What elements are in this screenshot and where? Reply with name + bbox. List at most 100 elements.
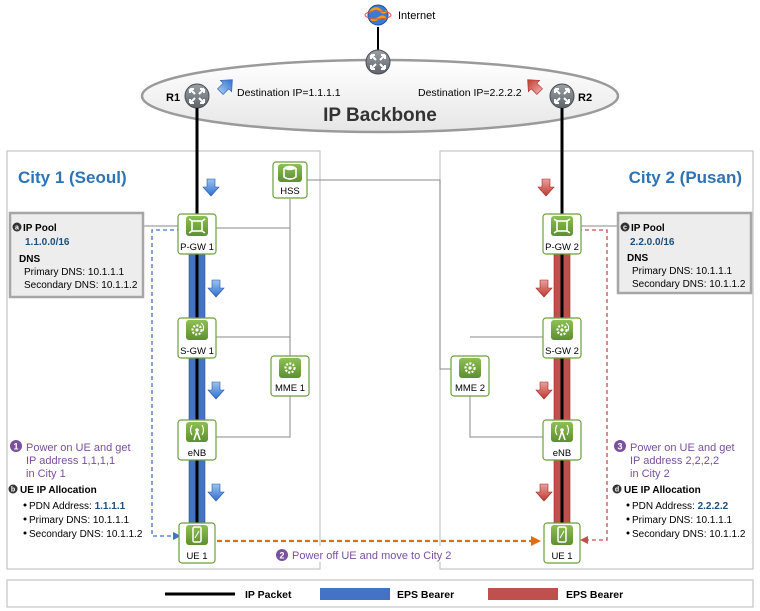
city2-dns-secondary: Secondary DNS: 10.1.1.2 (632, 279, 746, 290)
gateway-icon (188, 218, 206, 234)
legend-red-bearer-label: EPS Bearer (566, 589, 623, 601)
internet-router-icon (365, 49, 391, 75)
city2-pool-title: IP Pool (631, 223, 665, 234)
city2-step-line2: IP address 2,2,2,2 (630, 455, 719, 467)
enb1-label: eNB (188, 448, 206, 459)
city1-alloc-marker: b (11, 487, 15, 494)
backbone-label: IP Backbone (323, 105, 437, 126)
gear-icon (284, 362, 296, 374)
dest2-label: Destination IP=2.2.2.2 (418, 87, 522, 99)
city1-allocation-dashed-link (151, 229, 181, 540)
dest1-label: Destination IP=1.1.1.1 (237, 87, 341, 99)
sgw2-label: S-GW 2 (545, 346, 579, 357)
gear-icon (191, 322, 205, 336)
city2-alloc-title: UE IP Allocation (624, 485, 701, 496)
city2-step-line3: in City 2 (630, 468, 670, 480)
phone-icon (192, 526, 202, 543)
legend-blue-bearer-label: EPS Bearer (397, 589, 454, 601)
internet-label: Internet (398, 10, 435, 22)
sgw1-label: S-GW 1 (180, 346, 214, 357)
r1-label: R1 (166, 92, 180, 104)
city1-pool-marker: a (15, 225, 19, 232)
step2-marker: 2 (279, 551, 284, 561)
city2-step-marker: 3 (617, 442, 622, 452)
city1-dns-primary: Primary DNS: 10.1.1.1 (24, 267, 124, 278)
legend-red-bearer-swatch (488, 588, 558, 600)
city2-allocation-dashed-link (578, 229, 608, 544)
city2-pool-marker: c (623, 225, 627, 232)
city2-alloc-secondary: Secondary DNS: 10.1.1.2 (632, 529, 746, 540)
enb2-label: eNB (553, 448, 571, 459)
pgw1-label: P-GW 1 (180, 242, 214, 253)
ue1-city2-node[interactable]: UE 1 (543, 522, 581, 564)
step2-label-bg (268, 546, 480, 562)
city1-title: City 1 (Seoul) (18, 168, 127, 187)
city1-step-line3: in City 1 (26, 468, 66, 480)
r2-router-icon (549, 83, 575, 109)
database-icon (283, 165, 297, 180)
city1-dns-secondary: Secondary DNS: 10.1.1.2 (24, 280, 138, 291)
city2-dns-title: DNS (627, 253, 648, 264)
city2-pool-value: 2.2.0.0/16 (630, 237, 675, 248)
r1-router-icon (184, 83, 210, 109)
ue1-city2-label: UE 1 (551, 551, 572, 562)
city2-alloc-marker: d (615, 487, 619, 494)
legend-ip-packet-label: IP Packet (245, 589, 292, 601)
city2-alloc-primary: Primary DNS: 10.1.1.1 (632, 515, 732, 526)
city2-ip-pool-box: c IP Pool 2.2.0.0/16 DNS Primary DNS: 10… (616, 211, 753, 295)
step2-text: Power off UE and move to City 2 (292, 550, 451, 562)
pgw2-label: P-GW 2 (545, 242, 579, 253)
city2-step-line1: Power on UE and get (630, 442, 735, 454)
step2-marker-circle (276, 549, 288, 561)
mme2-node[interactable]: MME 2 (450, 355, 490, 397)
hss-mme2-link (305, 179, 451, 370)
city1-step-marker: 1 (13, 442, 18, 452)
city2-pdn-label: PDN Address: (632, 501, 698, 512)
enb1-node[interactable]: eNB (177, 419, 217, 461)
city1-alloc-secondary: Secondary DNS: 10.1.1.2 (29, 529, 143, 540)
legend-blue-bearer-swatch (320, 588, 390, 600)
antenna-icon (189, 424, 205, 441)
city1-step-line2: IP address 1,1,1,1 (26, 455, 115, 467)
city2-title: City 2 (Pusan) (629, 168, 742, 187)
city1-pdn-label: PDN Address: (29, 501, 95, 512)
city1-dns-title: DNS (19, 254, 40, 265)
sgw1-node[interactable]: S-GW 1 (177, 317, 217, 359)
hss-label: HSS (280, 186, 300, 197)
city1-pool-title: IP Pool (23, 223, 57, 234)
mme2-label: MME 2 (455, 383, 485, 394)
city1-step-line1: Power on UE and get (26, 442, 131, 454)
city1-pdn-line: PDN Address: 1.1.1.1 (29, 501, 126, 512)
city1-ue-ip-allocation: b UE IP Allocation PDN Address: 1.1.1.1 … (8, 484, 143, 540)
gear-icon (556, 322, 570, 336)
phone-icon (557, 526, 567, 543)
r2-label: R2 (578, 92, 592, 104)
city2-ue-ip-allocation: d UE IP Allocation PDN Address: 2.2.2.2 … (612, 484, 746, 540)
city1-pool-value: 1.1.0.0/16 (25, 237, 70, 248)
city1-ip-pool-box: a IP Pool 1.1.0.0/16 DNS Primary DNS: 10… (8, 211, 145, 299)
dest1-arrow-icon (217, 79, 233, 95)
internet-globe-icon (364, 4, 392, 26)
pgw1-node[interactable]: P-GW 1 (177, 213, 217, 255)
enb2-node[interactable]: eNB (542, 419, 582, 461)
city2-step-note: 3 Power on UE and get IP address 2,2,2,2… (614, 440, 735, 480)
enb1-mme1-link (213, 390, 291, 438)
city1-alloc-primary: Primary DNS: 10.1.1.1 (29, 515, 129, 526)
enb2-mme2-link (469, 390, 546, 438)
hss-node[interactable]: HSS (272, 161, 308, 199)
city2-pdn-line: PDN Address: 2.2.2.2 (632, 501, 729, 512)
city1-pdn-value: 1.1.1.1 (95, 501, 126, 512)
ue1-city1-node[interactable]: UE 1 (178, 522, 216, 564)
ue1-city1-label: UE 1 (186, 551, 207, 562)
sgw2-node[interactable]: S-GW 2 (542, 317, 582, 359)
city1-alloc-title: UE IP Allocation (20, 485, 97, 496)
mme1-node[interactable]: MME 1 (270, 355, 310, 397)
city1-step-note: 1 Power on UE and get IP address 1,1,1,1… (10, 440, 131, 480)
dest2-arrow-icon (527, 79, 543, 95)
antenna-icon (554, 424, 570, 441)
gear-icon (464, 362, 476, 374)
gateway-icon (553, 218, 571, 234)
mme1-label: MME 1 (275, 383, 305, 394)
pgw2-node[interactable]: P-GW 2 (542, 213, 582, 255)
city2-dns-primary: Primary DNS: 10.1.1.1 (632, 266, 732, 277)
